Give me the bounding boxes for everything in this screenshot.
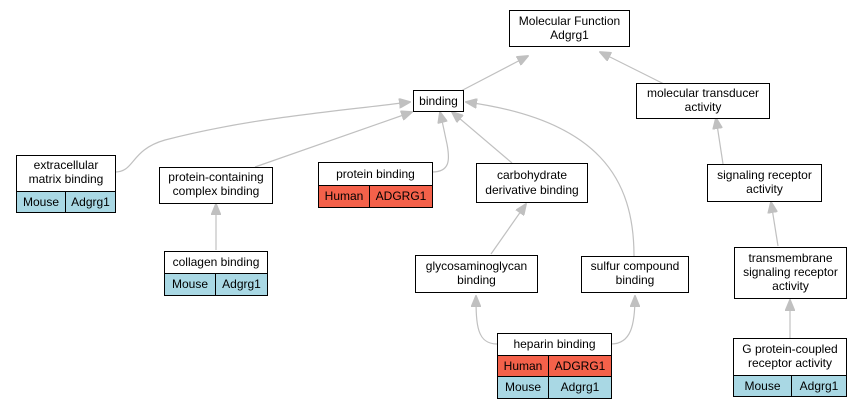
node-box [16, 155, 116, 192]
edge-heparin-binding-to-sulfur-compound [610, 296, 635, 345]
node-box [734, 247, 847, 299]
node-label-line: collagen binding [173, 255, 260, 269]
node-label-line: Molecular Function [519, 14, 620, 28]
node-label-line: signaling receptor [717, 168, 812, 182]
node-box [159, 167, 273, 204]
node-label-line: Adgrg1 [550, 28, 589, 42]
annotation-gene-label: Adgrg1 [800, 379, 839, 393]
node-label-line: derivative binding [485, 183, 578, 197]
node-sulfur-compound-binding[interactable]: sulfur compound binding [581, 256, 689, 293]
node-box [415, 255, 538, 293]
annotation-species-label: Mouse [744, 379, 780, 393]
node-label-line: heparin binding [513, 337, 595, 351]
node-protein-containing-complex-binding[interactable]: protein-containing complex binding [159, 167, 273, 204]
node-label-line: matrix binding [29, 172, 104, 186]
node-box [413, 90, 464, 112]
node-label-line: activity [746, 182, 783, 196]
annotation-gene-label: Adgrg1 [222, 277, 261, 291]
annotation-gene-cell [65, 191, 116, 213]
node-box [733, 338, 847, 376]
node-label-line: carbohydrate [497, 168, 567, 182]
node-box [509, 10, 630, 47]
annotation-gene-cell [548, 376, 612, 399]
node-label-line: activity [685, 100, 722, 114]
edge-extracellular-matrix-to-binding [114, 102, 410, 173]
annotation-species-label: Human [504, 359, 543, 373]
node-label-line: molecular transducer [647, 86, 759, 100]
node-label-line: binding [457, 273, 496, 287]
node-label-line: G protein-coupled [742, 342, 837, 356]
edge-sulfur-compound-to-binding [466, 102, 635, 257]
node-molecular-transducer[interactable]: molecular transducer activity [636, 83, 770, 119]
edge-layer [114, 52, 790, 345]
node-box [707, 164, 822, 202]
node-label-line: transmembrane [748, 251, 832, 265]
node-label-line: receptor activity [748, 356, 832, 370]
node-label-line: binding [616, 273, 655, 287]
node-collagen-binding[interactable]: collagen binding Mouse Adgrg1 [164, 251, 268, 296]
node-glycosaminoglycan-binding[interactable]: glycosaminoglycan binding [415, 255, 538, 293]
edge-protein-binding-to-binding [431, 112, 450, 173]
node-label-line: binding [419, 94, 458, 108]
node-label-line: protein-containing [168, 170, 263, 184]
node-g-protein-coupled-receptor-activity[interactable]: G protein-coupled receptor activity Mous… [733, 338, 847, 397]
node-heparin-binding[interactable]: heparin binding Human ADGRG1 Mouse Adgrg… [497, 333, 612, 399]
annotation-gene-label: ADGRG1 [376, 189, 427, 203]
node-box [636, 83, 770, 119]
node-label-line: protein binding [336, 167, 415, 181]
edge-binding-to-molecular-function [458, 56, 528, 93]
node-binding[interactable]: binding [413, 90, 464, 112]
annotation-gene-cell [369, 185, 433, 208]
node-molecular-function[interactable]: Molecular Function Adgrg1 [509, 10, 630, 47]
annotation-gene-label: Adgrg1 [71, 195, 110, 209]
node-layer: Molecular Function Adgrg1 binding molecu… [16, 10, 847, 399]
annotation-gene-label: ADGRG1 [555, 359, 606, 373]
annotation-gene-cell [791, 375, 847, 397]
edge-glycosaminoglycan-to-carbohydrate-derivative [490, 204, 526, 255]
annotation-gene-cell [215, 273, 268, 296]
node-label-line: extracellular [34, 158, 99, 172]
node-protein-binding[interactable]: protein binding Human ADGRG1 [318, 162, 433, 208]
edge-heparin-binding-to-glycosaminoglycan [476, 296, 498, 345]
node-transmembrane-signaling-receptor-activity[interactable]: transmembrane signaling receptor activit… [734, 247, 847, 299]
edge-molecular-transducer-to-molecular-function [600, 52, 665, 85]
edge-carbohydrate-derivative-to-binding [452, 112, 513, 164]
annotation-gene-label: Adgrg1 [561, 380, 600, 394]
annotation-species-label: Mouse [172, 277, 208, 291]
annotation-species-label: Mouse [23, 195, 59, 209]
node-signaling-receptor-activity[interactable]: signaling receptor activity [707, 164, 822, 202]
edge-signaling-receptor-to-molecular-transducer [716, 118, 724, 165]
node-extracellular-matrix-binding[interactable]: extracellular matrix binding Mouse Adgrg… [16, 155, 116, 213]
node-label-line: sulfur compound [591, 259, 680, 273]
annotation-species-label: Mouse [505, 380, 541, 394]
annotation-species-label: Human [325, 189, 364, 203]
node-label-line: signaling receptor [743, 265, 838, 279]
node-carbohydrate-derivative-binding[interactable]: carbohydrate derivative binding [476, 163, 588, 203]
edge-transmembrane-to-signaling-receptor [771, 202, 779, 247]
node-label-line: activity [772, 279, 809, 293]
node-label-line: glycosaminoglycan [426, 259, 527, 273]
node-box [476, 163, 588, 203]
node-label-line: complex binding [173, 184, 260, 198]
node-box [581, 256, 689, 293]
edge-protein-containing-to-binding [254, 112, 412, 168]
